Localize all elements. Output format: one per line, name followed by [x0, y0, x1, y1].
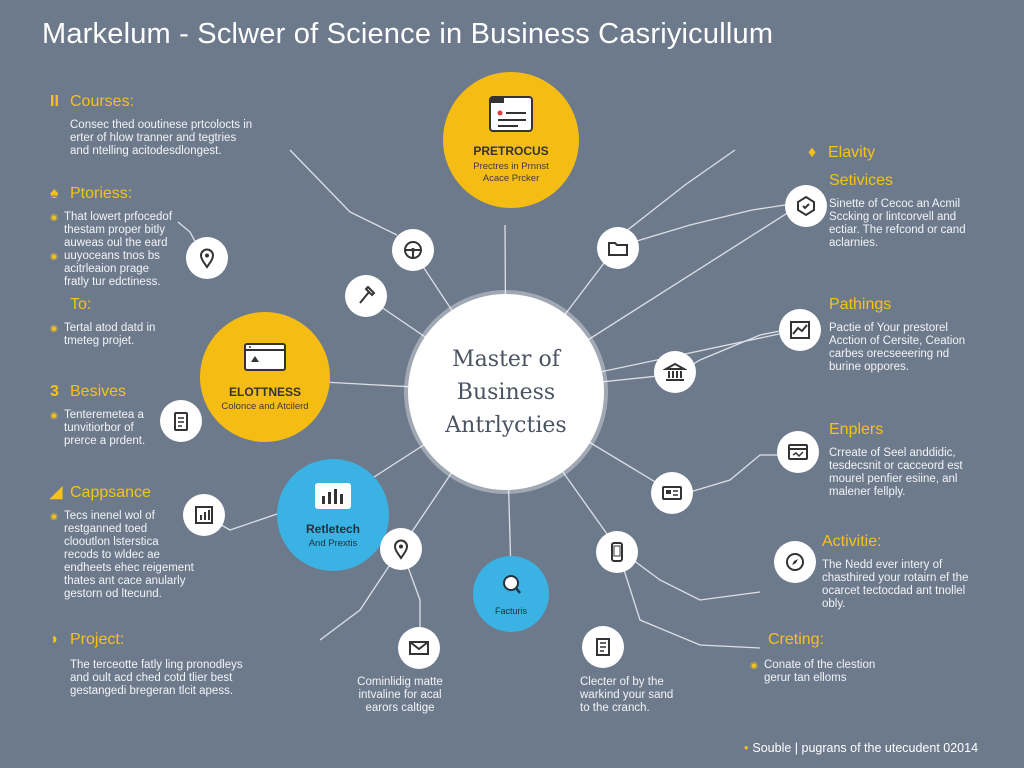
id-card-icon — [651, 472, 693, 514]
section-activitie: Activitie: The Nedd ever intery of chast… — [822, 533, 1012, 611]
bubble-left-title: ELOTTNESS — [228, 384, 301, 399]
clipboard-icon — [160, 400, 202, 442]
section-heading: Enplers — [829, 421, 884, 438]
location-pin-icon — [380, 528, 422, 570]
section-pathings: Pathings Pactie of Your prestorel Acctio… — [829, 296, 1009, 374]
section-heading: ◗Project: — [50, 631, 125, 648]
section-heading: ♠Ptoriess: — [50, 185, 133, 202]
mail-icon — [398, 627, 440, 669]
section-body: Consec thed ooutinese prtcolocts in erte… — [70, 119, 253, 157]
badge-icon — [785, 185, 827, 227]
document-icon — [488, 95, 534, 138]
hub-label: Master of Business Antrlycties — [445, 346, 567, 438]
compass-icon — [774, 541, 816, 583]
bubble-top-title: PRETROCUS — [473, 144, 549, 158]
search-icon — [499, 573, 523, 602]
section-setivices: Setivices Sinette of Cecoc an Acmil Scck… — [829, 172, 1009, 250]
chart-icon — [183, 494, 225, 536]
bubble-small: Facturis — [473, 556, 549, 632]
hammer-icon — [345, 275, 387, 317]
section-heading: ◢Cappsance — [50, 484, 151, 501]
section-enplers: Enplers Crreate of Seel anddidic, tesdec… — [829, 421, 1009, 499]
footer-text: Souble | pugrans of the utecudent 02014 — [752, 741, 979, 755]
section-project: ◗Project: The terceotte fatly ling prono… — [50, 631, 290, 698]
browser-window-icon — [243, 342, 287, 377]
section-body: The Nedd ever intery of chasthired your … — [822, 559, 969, 610]
bubble-blue-title: Retletech — [305, 522, 361, 536]
hub-circle: Master of Business Antrlycties — [408, 294, 604, 490]
section-heading: Creting: — [768, 631, 825, 648]
section-heading: ♦Elavity — [808, 144, 876, 161]
section-elavity: ♦Elavity — [808, 144, 988, 162]
bubble-top-subtitle: Prectres in Prnnst Acace Prcker — [473, 161, 549, 184]
section-heading: Activitie: — [822, 533, 882, 550]
section-body: The terceotte fatly ling pronodleys and … — [70, 659, 243, 697]
location-pin-icon — [186, 237, 228, 279]
bubble-blue: Retletech And Prextis — [277, 459, 389, 571]
bubble-small-title: Facturis — [494, 605, 527, 616]
section-body: Sinette of Cecoc an Acmil Sccking or lin… — [829, 198, 966, 249]
notepad-icon — [582, 626, 624, 668]
bottom-text-right: Clecter of by the warkind your sand to t… — [580, 676, 674, 714]
folder-icon — [597, 227, 639, 269]
bottom-text-center: Cominlidig matte intvaline for acal earo… — [357, 676, 443, 714]
steering-icon — [392, 229, 434, 271]
page-title: Markelum - Sclwer of Science in Business… — [42, 18, 774, 50]
section-heading: To: — [70, 296, 92, 313]
section-body: Crreate of Seel anddidic, tesdecsnit or … — [829, 447, 963, 498]
creditcard-icon — [777, 431, 819, 473]
graph-icon — [779, 309, 821, 351]
bubble-left: ELOTTNESS Colonce and Atcilerd — [200, 312, 330, 442]
bank-icon — [654, 351, 696, 393]
section-heading: Setivices — [829, 172, 894, 189]
section-body: Pactie of Your prestorel Acction of Cers… — [829, 322, 966, 373]
bubble-blue-subtitle: And Prextis — [308, 538, 358, 549]
bar-chart-icon — [313, 481, 353, 516]
mobile-icon — [596, 531, 638, 573]
bubble-top: PRETROCUS Prectres in Prnnst Acace Prcke… — [443, 72, 579, 208]
section-heading: Pathings — [829, 296, 892, 313]
bubble-left-subtitle: Colonce and Atcilerd — [221, 400, 309, 412]
footer: •Souble | pugrans of the utecudent 02014 — [744, 741, 979, 755]
